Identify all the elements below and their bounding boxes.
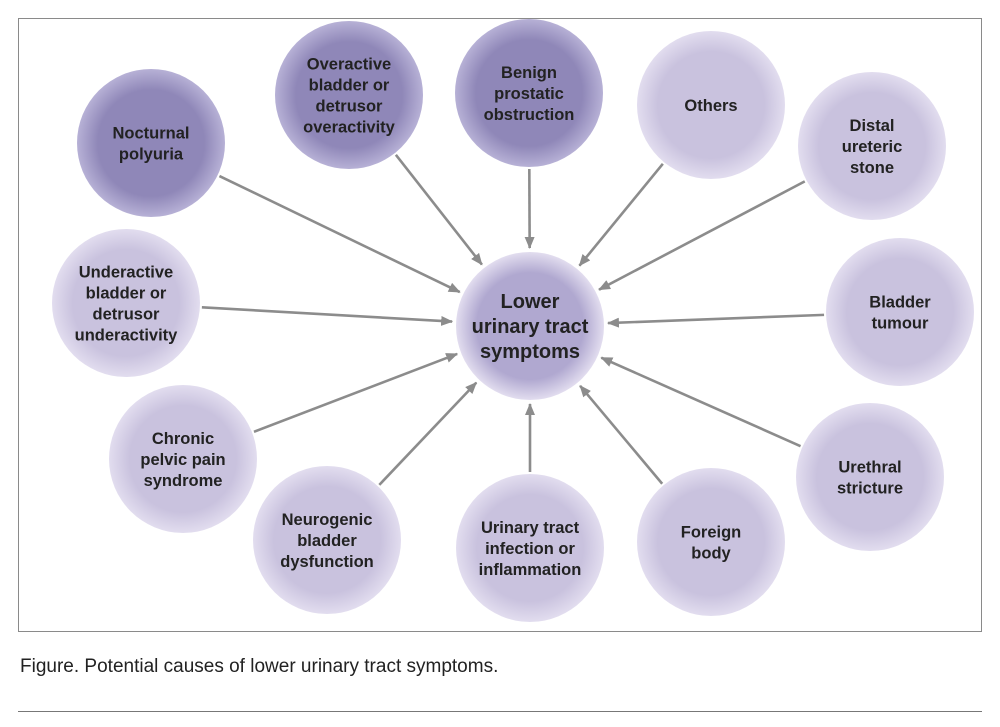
arrow-bladder-tumour	[606, 313, 825, 328]
arrow-others	[578, 162, 664, 267]
node-underactive-bladder-circle	[52, 229, 200, 377]
node-bladder-tumour-circle	[826, 238, 974, 386]
node-foreign-body-circle	[637, 468, 785, 616]
node-chronic-pelvic-pain-syndrome-circle	[109, 385, 257, 533]
node-overactive-bladder-circle	[275, 21, 423, 169]
node-neurogenic-bladder-dysfunction-circle	[253, 466, 401, 614]
node-others-label: Others	[684, 97, 737, 115]
node-benign-prostatic-obstruction-circle	[455, 19, 603, 167]
arrow-neurogenic-bladder-dysfunction	[378, 381, 478, 486]
arrow-foreign-body	[579, 384, 664, 485]
arrow-urethral-stricture	[600, 356, 802, 448]
node-nocturnal-polyuria-circle	[77, 69, 225, 217]
caption-text: Potential causes of lower urinary tract …	[79, 656, 499, 677]
arrow-layer	[201, 154, 825, 486]
bottom-rule	[18, 711, 982, 712]
arrow-overactive-bladder	[394, 154, 483, 266]
node-others: Others	[637, 31, 785, 179]
arrow-chronic-pelvic-pain-syndrome	[253, 352, 459, 434]
node-others-circle	[637, 31, 785, 179]
node-urinary-tract-infection-circle	[456, 474, 604, 622]
node-distal-ureteric-stone-circle	[798, 72, 946, 220]
node-center-luts-circle	[456, 252, 604, 400]
arrow-distal-ureteric-stone	[598, 180, 806, 291]
caption-label: Figure.	[20, 656, 80, 677]
arrow-underactive-bladder	[201, 306, 454, 326]
figure-caption: Figure. Potential causes of lower urinar…	[20, 656, 498, 678]
arrow-nocturnal-polyuria	[218, 174, 461, 294]
node-urethral-stricture-circle	[796, 403, 944, 551]
